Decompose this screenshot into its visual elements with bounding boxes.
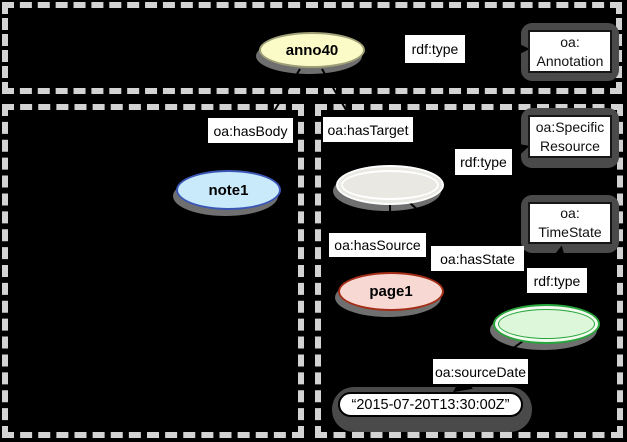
inner-ring: [341, 170, 439, 200]
literal-text: “2015-07-20T13:30:00Z”: [351, 396, 510, 413]
label-text: oa:hasBody: [213, 122, 288, 139]
node-page1: page1: [338, 272, 444, 311]
label-text: rdf:type: [411, 41, 459, 57]
annotation-group-frame: [2, 2, 622, 94]
label-text: rdf:type: [533, 272, 581, 289]
label-text: oa:hasState: [440, 250, 515, 267]
class-box-time-state: oa: TimeState: [528, 202, 612, 244]
label-text: oa:hasSource: [334, 237, 421, 253]
edge-label-source-date: oa:sourceDate: [433, 359, 528, 384]
class-line: oa:: [560, 33, 580, 50]
class-line: Resource: [540, 137, 600, 154]
class-line: TimeState: [538, 224, 602, 240]
class-line: Annotation: [536, 52, 604, 69]
edge-label-rdf-type-specific-resource: rdf:type: [455, 149, 512, 175]
label-text: oa:hasTarget: [327, 121, 409, 138]
edge-label-rdf-type-annotation: rdf:type: [405, 35, 465, 63]
node-note1: note1: [176, 170, 281, 210]
blank-node-specific-resource: [336, 165, 444, 205]
class-box-annotation: oa: Annotation: [528, 30, 612, 73]
edge-label-has-state: oa:hasState: [431, 246, 524, 271]
node-page1-label: page1: [369, 283, 413, 300]
inner-ring: [498, 309, 595, 339]
body-group-frame: [2, 104, 304, 438]
target-group-frame: [315, 104, 623, 438]
edge-label-rdf-type-time-state: rdf:type: [527, 268, 587, 293]
literal-source-date-value: “2015-07-20T13:30:00Z”: [338, 392, 523, 417]
node-note1-label: note1: [208, 181, 249, 199]
class-line: oa:: [560, 205, 580, 221]
label-text: oa:sourceDate: [434, 363, 527, 380]
edge-label-has-body: oa:hasBody: [208, 118, 293, 143]
class-line: oa:Specific: [535, 118, 605, 135]
edge-label-has-target: oa:hasTarget: [323, 117, 413, 142]
edge-label-has-source: oa:hasSource: [329, 233, 426, 257]
blank-node-time-state: [493, 304, 600, 344]
class-box-specific-resource: oa:Specific Resource: [528, 115, 612, 158]
node-anno40-label: anno40: [285, 41, 339, 59]
label-text: rdf:type: [460, 154, 507, 170]
node-anno40: anno40: [259, 32, 365, 68]
